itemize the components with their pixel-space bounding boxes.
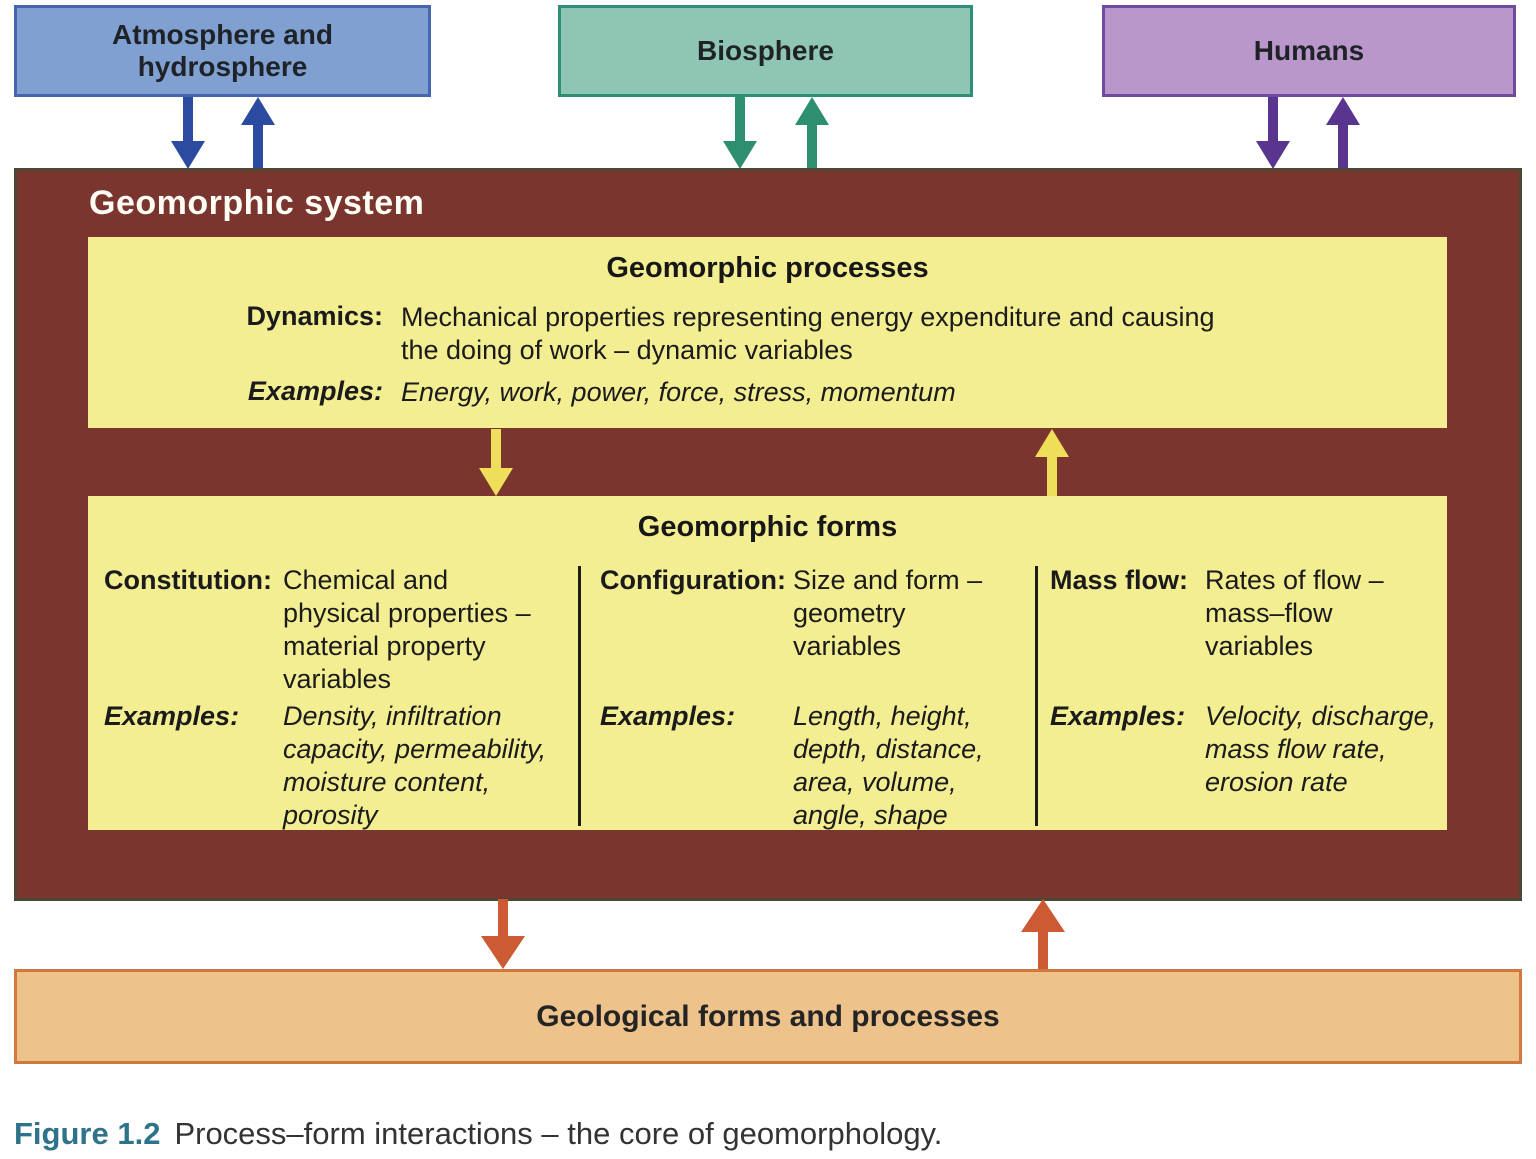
geomorphic-forms-panel: Geomorphic forms Constitution: Chemical …: [88, 496, 1447, 830]
caption-figure-number: Figure 1.2: [14, 1116, 161, 1151]
dynamics-text: Mechanical properties representing energ…: [401, 302, 1215, 365]
processes-examples-label: Examples:: [247, 375, 383, 406]
atmosphere-to-system-arrow: [171, 97, 205, 169]
constitution-examples-text: Density, infiltration capacity, permeabi…: [283, 701, 547, 830]
configuration-label: Configuration:: [600, 565, 786, 595]
processes-examples-text: Energy, work, power, force, stress, mome…: [401, 376, 956, 407]
arrow-stem: [491, 429, 501, 468]
arrow-head-icon: [1256, 141, 1290, 169]
arrow-head-icon: [479, 468, 513, 496]
geomorphic-forms-title: Geomorphic forms: [637, 511, 898, 543]
dynamics-label: Dynamics:: [246, 301, 383, 331]
arrow-stem: [735, 97, 745, 141]
arrow-stem: [1268, 97, 1278, 141]
configuration-examples-text: Length, height, depth, distance, area, v…: [793, 701, 984, 830]
processes-content: Dynamics: Mechanical properties represen…: [88, 301, 1447, 409]
box-atmosphere-hydrosphere: Atmosphere and hydrosphere: [14, 5, 431, 97]
geomorphic-system-title: Geomorphic system: [89, 184, 425, 222]
constitution-examples-label: Examples:: [104, 701, 240, 731]
arrow-stem: [1038, 932, 1048, 969]
processes-to-forms-arrow: [479, 429, 513, 496]
system-to-biosphere-arrow: [795, 97, 829, 169]
box-biosphere: Biosphere: [558, 5, 973, 97]
arrow-stem: [253, 125, 263, 169]
mass-flow-column: Mass flow: Rates of flow – mass–flow var…: [1050, 564, 1438, 799]
constitution-label: Constitution:: [104, 565, 272, 595]
mass-flow-text: Rates of flow – mass–flow variables: [1205, 565, 1384, 661]
arrow-stem: [183, 97, 193, 141]
system-to-humans-arrow: [1326, 97, 1360, 169]
column-divider: [1035, 566, 1038, 826]
forms-to-processes-arrow: [1035, 429, 1069, 496]
arrow-stem: [807, 125, 817, 169]
configuration-column: Configuration: Size and form – geometry …: [600, 564, 1025, 832]
geomorphic-processes-title: Geomorphic processes: [606, 252, 929, 284]
figure-caption: Figure 1.2 Process–form interactions – th…: [14, 1116, 942, 1152]
arrow-head-icon: [723, 141, 757, 169]
configuration-examples-label: Examples:: [600, 701, 736, 731]
caption-text: Process–form interactions – the core of …: [174, 1116, 943, 1151]
arrow-head-icon: [795, 97, 829, 125]
constitution-text: Chemical and physical properties – mater…: [283, 565, 531, 694]
constitution-column: Constitution: Chemical and physical prop…: [104, 564, 566, 832]
mass-flow-label: Mass flow:: [1050, 565, 1189, 595]
arrow-head-icon: [1326, 97, 1360, 125]
biosphere-to-system-arrow: [723, 97, 757, 169]
arrow-stem: [1047, 457, 1057, 496]
arrow-stem: [498, 899, 508, 936]
box-geological-forms-processes: Geological forms and processes: [14, 969, 1522, 1064]
arrow-head-icon: [481, 936, 525, 969]
mass-flow-examples-label: Examples:: [1050, 701, 1186, 731]
geomorphic-processes-panel: Geomorphic processes Dynamics: Mechanica…: [88, 237, 1447, 428]
humans-to-system-arrow: [1256, 97, 1290, 169]
arrow-stem: [1338, 125, 1348, 169]
column-divider: [578, 566, 581, 826]
arrow-head-icon: [1021, 899, 1065, 932]
box-humans: Humans: [1102, 5, 1516, 97]
geological-to-system-arrow: [1021, 899, 1065, 969]
arrow-head-icon: [1035, 429, 1069, 457]
mass-flow-examples-text: Velocity, discharge, mass flow rate, ero…: [1205, 701, 1437, 797]
configuration-text: Size and form – geometry variables: [793, 565, 983, 661]
arrow-head-icon: [171, 141, 205, 169]
system-to-geological-arrow: [481, 899, 525, 969]
system-to-atmosphere-arrow: [241, 97, 275, 169]
arrow-head-icon: [241, 97, 275, 125]
